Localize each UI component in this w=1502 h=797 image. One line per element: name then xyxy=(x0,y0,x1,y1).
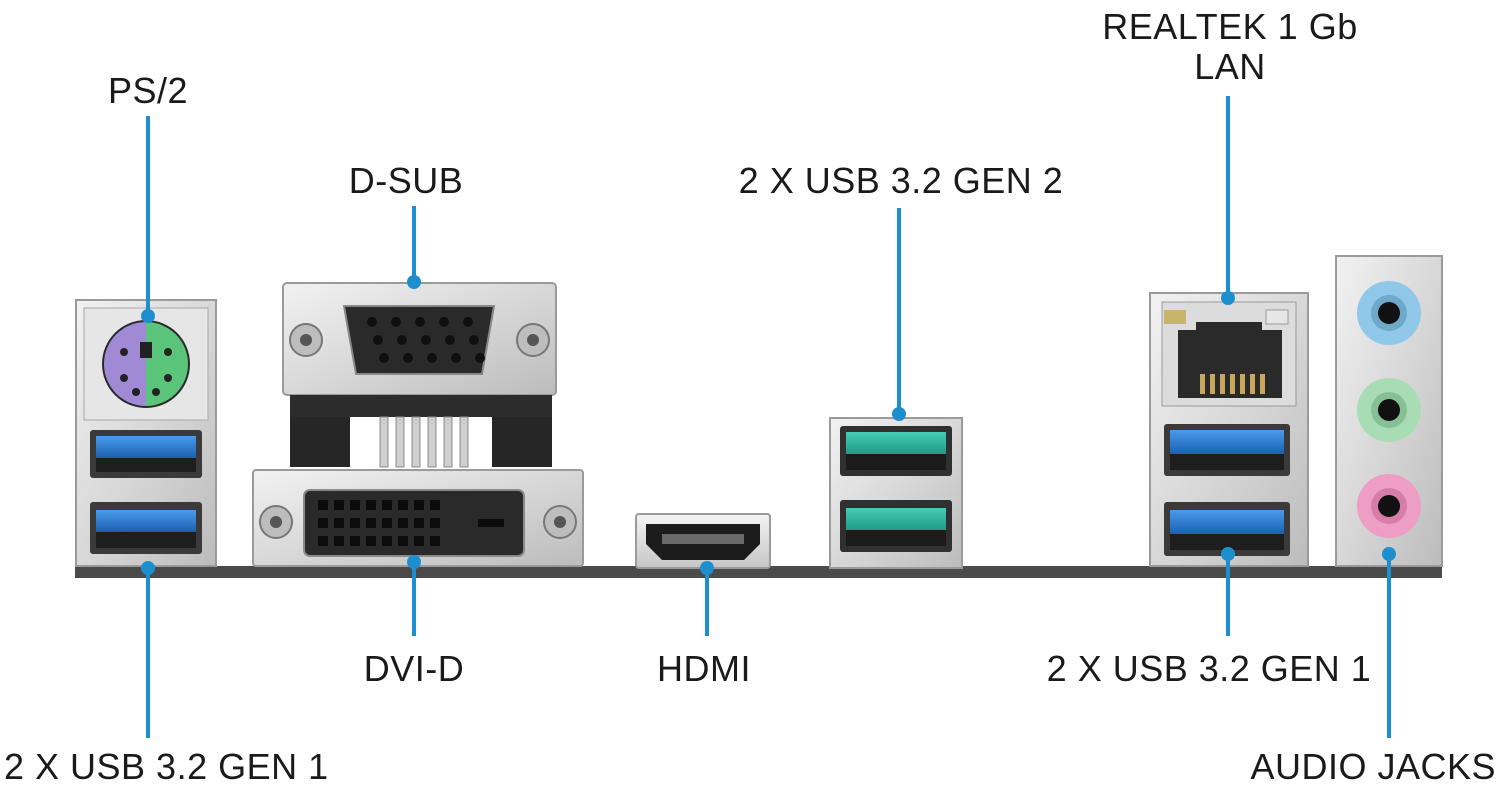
usb-gen1-right-top xyxy=(1164,424,1290,476)
label-audio: AUDIO JACKS xyxy=(1250,746,1496,787)
lan-usb-stack xyxy=(1149,292,1309,567)
pcb-edge xyxy=(75,566,1442,578)
label-lan-line1: REALTEK 1 Gb xyxy=(1102,6,1358,47)
audio-line-out-jack xyxy=(1357,378,1421,442)
usb-gen1-left-bottom xyxy=(90,502,202,554)
audio-mic-jack xyxy=(1357,474,1421,538)
rj45-lan-port xyxy=(1161,301,1297,407)
label-usb-gen1-left: 2 X USB 3.2 GEN 1 xyxy=(4,746,329,787)
audio-jacks xyxy=(1335,255,1443,567)
dsub-connector xyxy=(282,282,557,468)
label-usb-gen2: 2 X USB 3.2 GEN 2 xyxy=(738,160,1064,201)
label-lan-line2: LAN xyxy=(1194,46,1266,87)
usb-gen1-left-top xyxy=(90,430,202,478)
ps2-keyboard-half xyxy=(104,322,146,406)
hdmi-port xyxy=(635,513,771,569)
ps2-mouse-half xyxy=(146,322,188,406)
label-dsub: D-SUB xyxy=(348,160,464,201)
callouts xyxy=(141,96,1396,738)
usb-gen2-stack xyxy=(829,417,963,569)
audio-line-in-jack xyxy=(1357,281,1421,345)
label-dvid: DVI-D xyxy=(363,648,465,689)
usb-gen2-top xyxy=(840,426,952,476)
label-hdmi: HDMI xyxy=(657,648,751,689)
ps2-port xyxy=(102,320,190,408)
label-usb-gen1-right: 2 X USB 3.2 GEN 1 xyxy=(1046,648,1372,689)
usb-gen2-bottom xyxy=(840,500,952,552)
dvid-connector xyxy=(252,469,584,567)
label-ps2: PS/2 xyxy=(107,70,189,111)
ps2-usb-stack xyxy=(75,299,217,567)
usb-gen1-right-bottom xyxy=(1164,502,1290,556)
